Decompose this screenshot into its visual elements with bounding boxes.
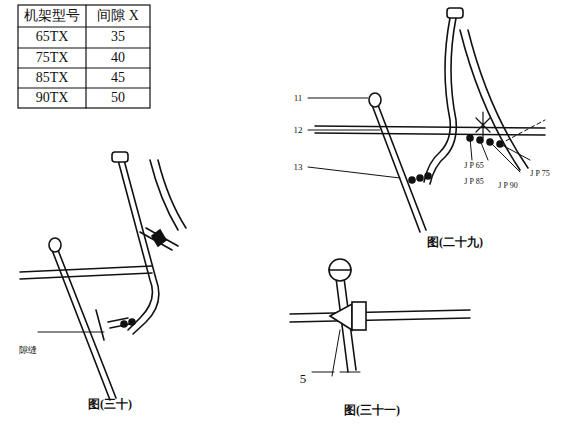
table-cell: 40 bbox=[111, 51, 125, 65]
part-label: 隙缝 bbox=[18, 346, 38, 355]
table-cell: 35 bbox=[111, 30, 125, 44]
figure-29 bbox=[308, 8, 545, 232]
callout-number: 13 bbox=[293, 163, 304, 172]
table-grid bbox=[18, 5, 150, 108]
table-cell: 75TX bbox=[36, 51, 69, 65]
figure-caption: 图(二十九) bbox=[427, 236, 483, 248]
part-label: J P 90 bbox=[497, 182, 518, 190]
part-label: J P 65 bbox=[463, 162, 484, 170]
table-cell: 50 bbox=[111, 91, 125, 105]
figure-31 bbox=[290, 259, 470, 376]
callout-number: 11 bbox=[293, 94, 304, 103]
figure-caption: 图(三十) bbox=[88, 398, 132, 410]
part-label: J P 75 bbox=[529, 170, 550, 178]
dimension-label: 5 bbox=[299, 372, 308, 385]
table-cell: 90TX bbox=[36, 91, 69, 105]
table-cell: 65TX bbox=[36, 30, 69, 44]
table-cell: 机架型号 bbox=[24, 9, 80, 23]
figure-30 bbox=[20, 152, 186, 400]
table-cell: 45 bbox=[111, 71, 125, 85]
table-cell: 85TX bbox=[36, 71, 69, 85]
table-cell: 间隙 X bbox=[97, 9, 139, 23]
figure-caption: 图(三十一) bbox=[344, 404, 400, 416]
part-label: J P 85 bbox=[463, 178, 484, 186]
callout-number: 12 bbox=[293, 126, 304, 135]
